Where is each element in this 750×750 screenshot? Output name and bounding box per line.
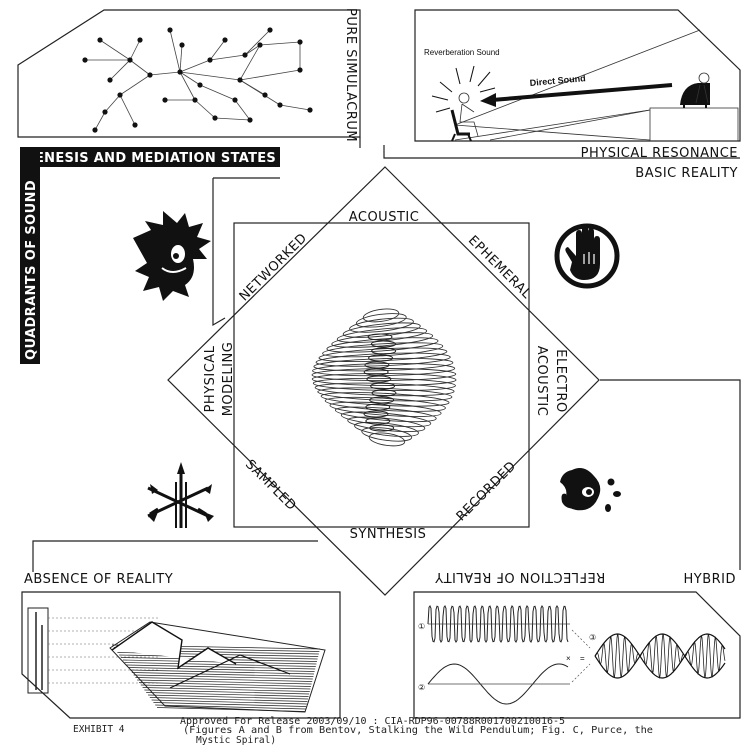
outer-diamond	[167, 166, 600, 596]
exhibit-label: EXHIBIT 4	[73, 724, 125, 735]
absence-of-reality-label: ABSENCE OF REALITY	[24, 572, 173, 587]
hedgehog-silhouette-icon	[133, 211, 211, 301]
pure-simulacrum-label: PURE SIMULACRUM	[343, 8, 358, 142]
perspective-graph-plot	[27, 607, 326, 713]
raised-hand-icon	[554, 223, 620, 289]
hybrid-label: HYBRID	[683, 572, 736, 587]
splash-blob-icon	[560, 468, 621, 512]
release-stamp: Approved For Release 2003/09/10 : CIA-RD…	[180, 716, 565, 727]
network-graph	[82, 27, 313, 133]
caption-line-2: Mystic Spiral)	[196, 735, 276, 746]
connector-left	[212, 178, 226, 327]
modeling-label: MODELING	[221, 342, 236, 417]
sampled-label: SAMPLED	[242, 457, 299, 514]
wave-multiplication-plot	[427, 605, 726, 705]
spiral-sphere	[311, 308, 457, 447]
reflection-of-reality-label: REFLECTION OF REALITY	[435, 569, 606, 584]
networked-label: NETWORKED	[237, 231, 311, 305]
physical-label: PHYSICAL	[203, 345, 218, 412]
acoustic-side-label: ACOUSTIC	[534, 346, 549, 417]
synthesis-label: SYNTHESIS	[350, 527, 427, 542]
center-diagram: ACOUSTIC SYNTHESIS NETWORKED EPHEMERAL P…	[167, 166, 600, 596]
equals-symbol: =	[580, 654, 585, 663]
caption-line-1: (Figures A and B from Bentov, Stalking t…	[183, 725, 653, 736]
inner-square	[233, 222, 530, 528]
basic-reality-label: BASIC REALITY	[635, 166, 738, 181]
wave-mark-1: ①	[418, 622, 425, 631]
connector-tr	[383, 145, 740, 159]
tuning-fork-emblem-icon	[147, 462, 214, 528]
title-bar	[20, 147, 40, 364]
connector-br	[600, 379, 741, 570]
physical-resonance-panel: Reverberation Sound Direct Sound	[414, 9, 741, 142]
ephemeral-label: EPHEMERAL	[465, 233, 534, 302]
pure-simulacrum-panel	[17, 9, 361, 138]
subtitle-bar	[20, 147, 280, 167]
wave-mark-3: ③	[589, 633, 596, 642]
acoustic-label: ACOUSTIC	[349, 210, 420, 225]
physical-resonance-label: PHYSICAL RESONANCE	[581, 146, 738, 161]
reverberation-sound-label: Reverberation Sound	[424, 48, 500, 57]
reflection-of-reality-panel: ① ② ③ × =	[413, 591, 741, 719]
electro-label: ELECTRO	[553, 349, 568, 412]
direct-sound-label: Direct Sound	[529, 73, 586, 88]
diagram-title: QUADRANTS OF SOUND	[24, 180, 39, 360]
recorded-label: RECORDED	[454, 459, 520, 525]
listener-piano-scene: Reverberation Sound Direct Sound	[424, 29, 739, 142]
wave-mark-2: ②	[418, 683, 425, 692]
connector-bl	[32, 540, 318, 572]
times-symbol: ×	[566, 654, 571, 663]
diagram-subtitle: GENESIS AND MEDIATION STATES	[24, 151, 276, 166]
absence-of-reality-panel	[21, 591, 341, 719]
